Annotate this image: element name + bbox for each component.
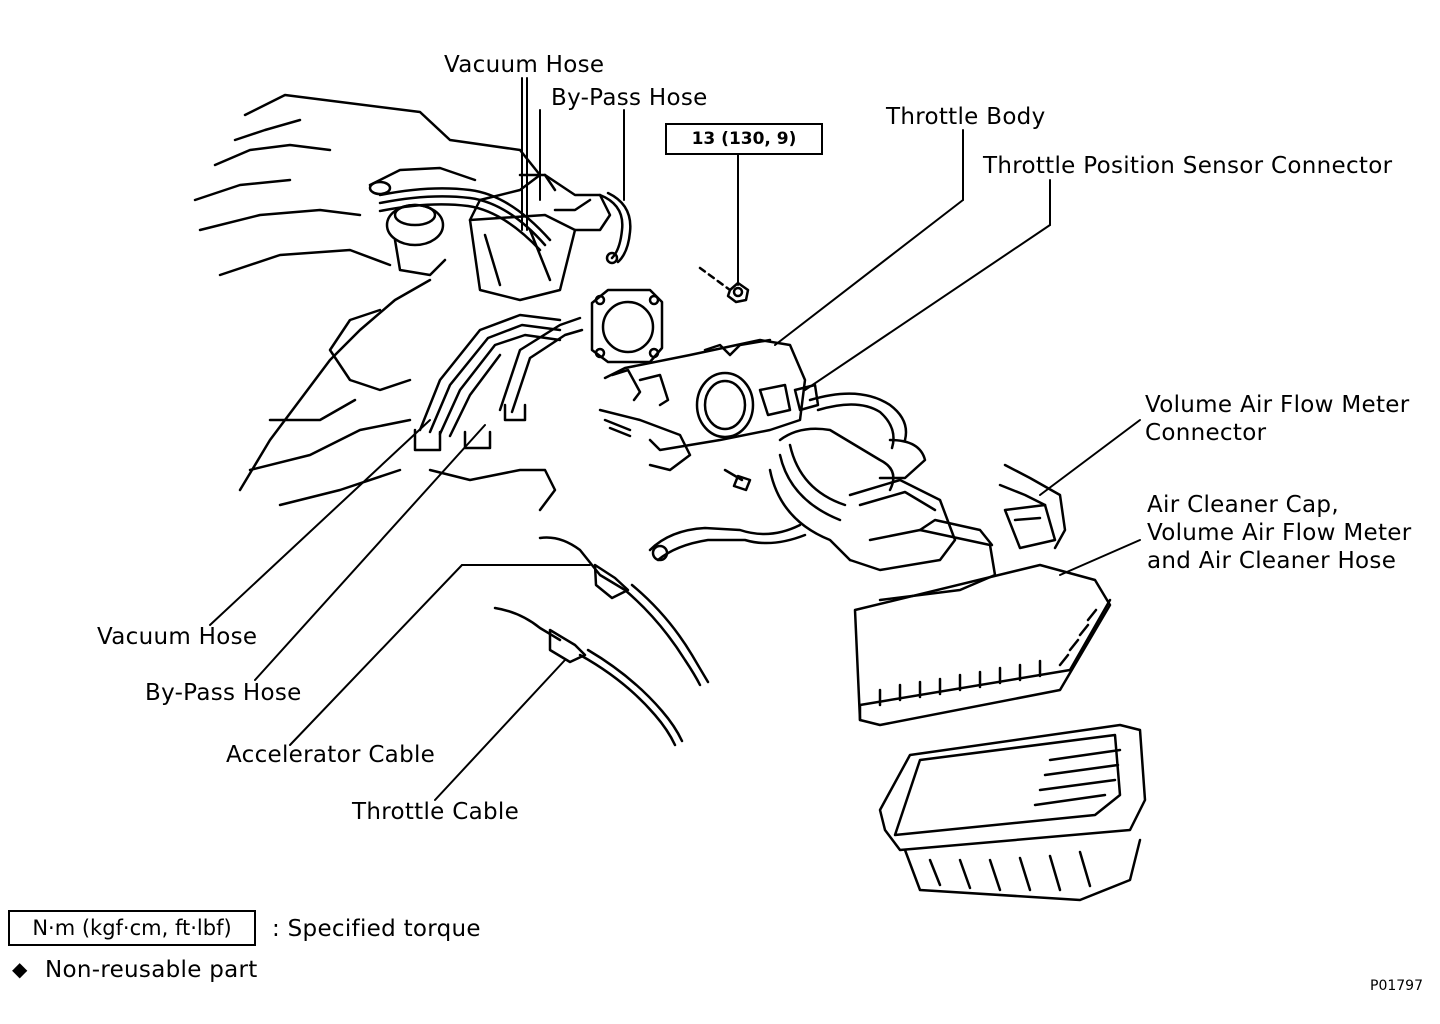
figure-reference-code: P01797 [1370, 978, 1423, 994]
intake-manifold [193, 93, 612, 512]
label-throttle-cable: Throttle Cable [352, 799, 520, 825]
throttle-body [598, 338, 820, 472]
hose-bundle-top [378, 187, 632, 265]
label-bypass-hose-top: By-Pass Hose [551, 85, 708, 111]
label-bypass-hose-bottom: By-Pass Hose [145, 680, 302, 706]
legend-torque-units-box: N·m (kgf·cm, ft·lbf) [8, 910, 256, 946]
label-vafm-connector-line1: Volume Air Flow Meter [1145, 392, 1410, 418]
label-throttle-body: Throttle Body [886, 104, 1046, 130]
accelerator-cable [538, 536, 710, 687]
torque-spec-box: 13 (130, 9) [665, 123, 823, 155]
legend-nonreusable-desc: Non-reusable part [45, 957, 258, 983]
label-vafm-connector-line2: Connector [1145, 420, 1267, 446]
nonreusable-diamond-icon: ◆ [12, 957, 28, 981]
label-air-cleaner-line3: and Air Cleaner Hose [1147, 548, 1397, 574]
mounting-nut [698, 266, 750, 304]
air-flow-meter-hose [768, 427, 997, 602]
hose-bundle-lower [413, 313, 584, 452]
label-air-cleaner-line2: Volume Air Flow Meter [1147, 520, 1412, 546]
throttle-cable [493, 606, 684, 747]
air-cleaner-cap [853, 563, 1112, 727]
air-hose [648, 392, 927, 562]
vafm-connector [998, 463, 1067, 550]
leader-lines [209, 77, 1141, 801]
throttle-body-gasket [590, 288, 664, 364]
air-cleaner-case [878, 723, 1147, 902]
label-tps-connector: Throttle Position Sensor Connector [983, 153, 1393, 179]
small-bolt [723, 468, 752, 492]
label-air-cleaner-line1: Air Cleaner Cap, [1147, 492, 1339, 518]
label-vacuum-hose-bottom: Vacuum Hose [97, 624, 258, 650]
label-vacuum-hose-top: Vacuum Hose [444, 52, 605, 78]
label-accelerator-cable: Accelerator Cable [226, 742, 436, 768]
legend-torque-desc: : Specified torque [272, 916, 481, 942]
